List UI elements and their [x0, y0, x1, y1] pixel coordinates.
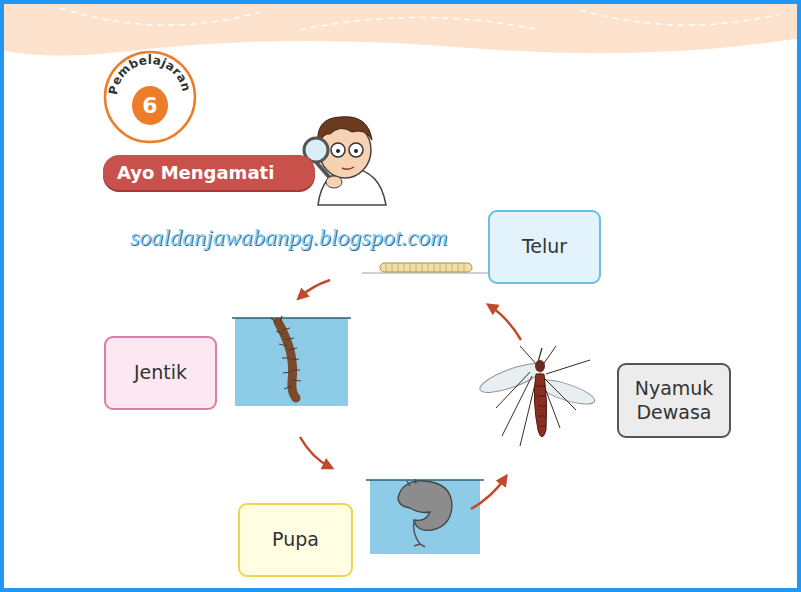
header-band: [0, 0, 801, 56]
lesson-badge: Pembelajaran6: [103, 50, 197, 144]
boy-figure: [304, 117, 386, 205]
larva-in-water: [232, 316, 351, 406]
header-dashes: [60, 8, 780, 30]
pupa-in-water: [366, 479, 484, 554]
egg-raft: [362, 263, 492, 273]
stage-label: Pupa: [272, 528, 319, 552]
section-heading: Ayo Mengamati: [117, 162, 274, 183]
stage-box: Nyamuk Dewasa: [617, 363, 731, 438]
stage-box: Pupa: [238, 503, 353, 577]
lesson-number: 6: [132, 86, 168, 125]
lesson-number-text: 6: [142, 93, 157, 118]
section-heading-pill: Ayo Mengamati: [103, 155, 315, 190]
cycle-arrows: [300, 280, 521, 509]
stage-label: Telur: [522, 235, 567, 259]
stage-label: Jentik: [134, 361, 187, 385]
stage-box: Telur: [488, 210, 601, 284]
watermark: soaldanjawabanpg.blogspot.com: [130, 224, 447, 251]
adult-mosquito: [477, 346, 597, 446]
stage-label: Nyamuk Dewasa: [627, 377, 721, 425]
stage-box: Jentik: [104, 336, 217, 410]
